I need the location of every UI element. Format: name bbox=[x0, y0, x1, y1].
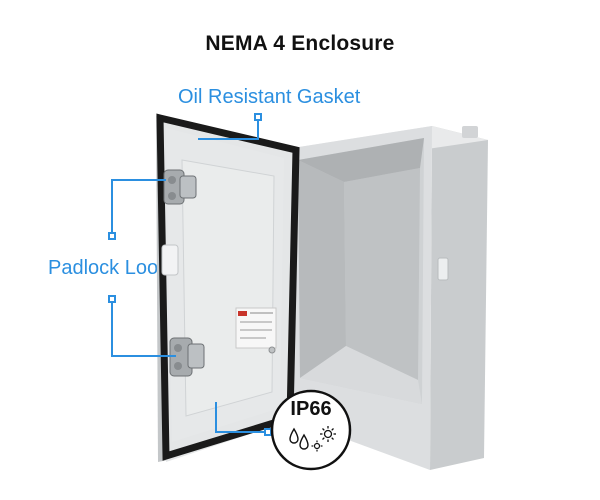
ip66-badge bbox=[270, 389, 352, 471]
enclosure-body bbox=[280, 126, 488, 470]
ip66-weather-icons bbox=[289, 426, 336, 452]
upper-padlock-latch bbox=[163, 169, 197, 205]
page-title: NEMA 4 Enclosure bbox=[205, 32, 395, 55]
ip66-badge-label: IP66 bbox=[290, 398, 332, 420]
gasket-callout-label: Oil Resistant Gasket bbox=[178, 86, 361, 108]
water-drop-icon bbox=[299, 433, 309, 450]
lower-padlock-latch bbox=[169, 337, 205, 377]
sun-icon bbox=[320, 426, 336, 442]
callout-leader-lines bbox=[108, 113, 272, 436]
padlock-callout-label: Padlock Loop bbox=[48, 257, 170, 279]
water-drop-icon bbox=[289, 427, 299, 444]
sun-icon bbox=[311, 440, 323, 452]
